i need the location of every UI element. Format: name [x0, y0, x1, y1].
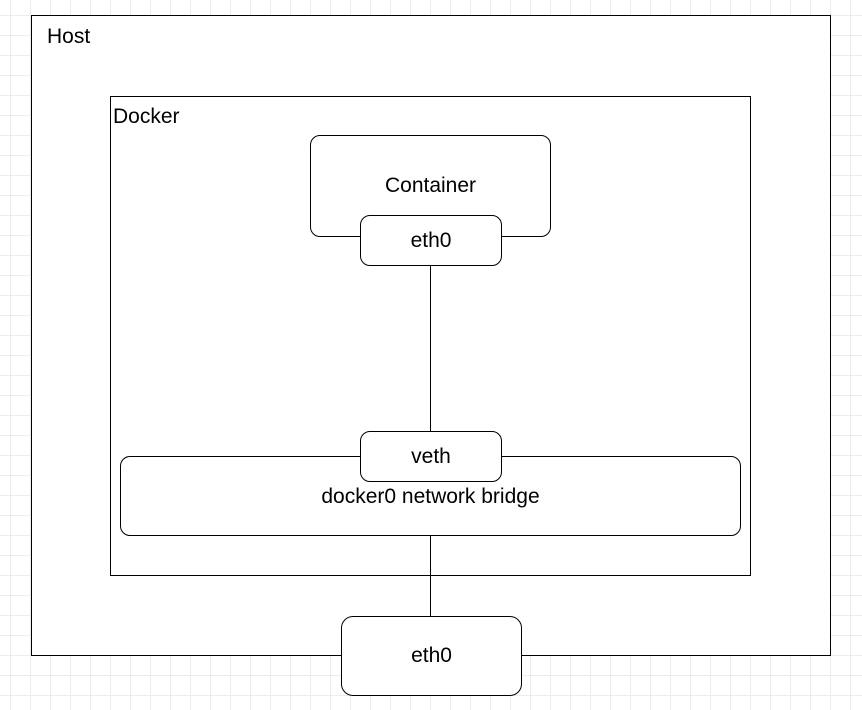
host-label: Host	[47, 25, 91, 48]
container-eth0-interface: eth0	[360, 215, 502, 266]
connector-eth0-to-veth	[430, 266, 431, 432]
host-eth0-interface: eth0	[341, 616, 522, 696]
connector-bridge-to-host-eth0	[430, 536, 431, 616]
container-label: Container	[384, 174, 477, 197]
bridge-label: docker0 network bridge	[321, 485, 540, 508]
docker-label: Docker	[113, 105, 180, 128]
veth-interface: veth	[360, 431, 502, 482]
